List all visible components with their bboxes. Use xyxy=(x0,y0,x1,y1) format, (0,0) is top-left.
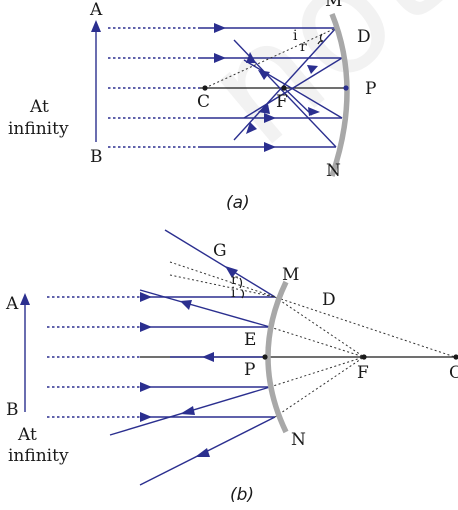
focus-point-b xyxy=(361,354,367,360)
label-i-a: i xyxy=(293,28,298,44)
label-F-b: F xyxy=(357,363,369,383)
pole-point-b xyxy=(262,354,268,360)
label-N-a: N xyxy=(326,161,341,181)
caption-b: (b) xyxy=(230,485,254,505)
incident-rays-b xyxy=(47,292,275,422)
at-infinity-line1-b: At xyxy=(17,425,37,445)
angle-i-mark-b xyxy=(241,289,245,299)
label-B-a: B xyxy=(90,147,103,167)
label-r-b: r xyxy=(231,272,238,288)
caption-a: (a) xyxy=(226,193,250,213)
label-P-a: P xyxy=(365,79,376,99)
concave-mirror-a xyxy=(329,12,350,177)
angle-r-mark-b xyxy=(239,277,243,289)
focus-point-a xyxy=(281,85,287,91)
panel-b: A B G M D E P F C N r i At infinity (b) xyxy=(5,229,458,505)
at-infinity-line2-b: infinity xyxy=(8,446,69,466)
label-A-b: A xyxy=(5,294,19,314)
label-P-b: P xyxy=(244,360,255,380)
virtual-extensions-b xyxy=(169,261,456,418)
label-M-b: M xyxy=(282,265,299,285)
at-infinity-line2-a: infinity xyxy=(8,119,69,139)
label-r-a: r xyxy=(300,39,307,55)
object-arrowhead-b xyxy=(20,293,30,305)
at-infinity-line1-a: At xyxy=(29,97,49,117)
label-C-b: C xyxy=(449,363,458,383)
normal-line-a xyxy=(204,27,337,89)
label-D-a: D xyxy=(357,27,371,47)
label-i-b: i xyxy=(231,285,236,301)
label-M-a: M xyxy=(325,0,342,11)
reflected-rays-b xyxy=(109,229,276,486)
convex-mirror-b xyxy=(265,280,289,434)
label-F-a: F xyxy=(276,92,288,112)
object-arrowhead-a xyxy=(91,20,101,32)
label-G-b: G xyxy=(213,241,227,261)
label-D-b: D xyxy=(322,290,336,310)
label-N-b: N xyxy=(291,430,306,450)
label-C-a: C xyxy=(197,92,210,112)
label-E-b: E xyxy=(244,330,256,350)
pole-point-a xyxy=(343,85,349,91)
centre-point-b xyxy=(453,354,458,360)
panel-a: A B M D P N C F i r At infinity (a) xyxy=(8,0,376,213)
reflected-rays-a xyxy=(233,27,343,148)
angle-r-mark-a xyxy=(317,40,324,45)
label-A-a: A xyxy=(89,0,103,20)
label-B-b: B xyxy=(6,400,19,420)
centre-point-a xyxy=(202,85,208,91)
incident-rays-a xyxy=(108,23,342,152)
